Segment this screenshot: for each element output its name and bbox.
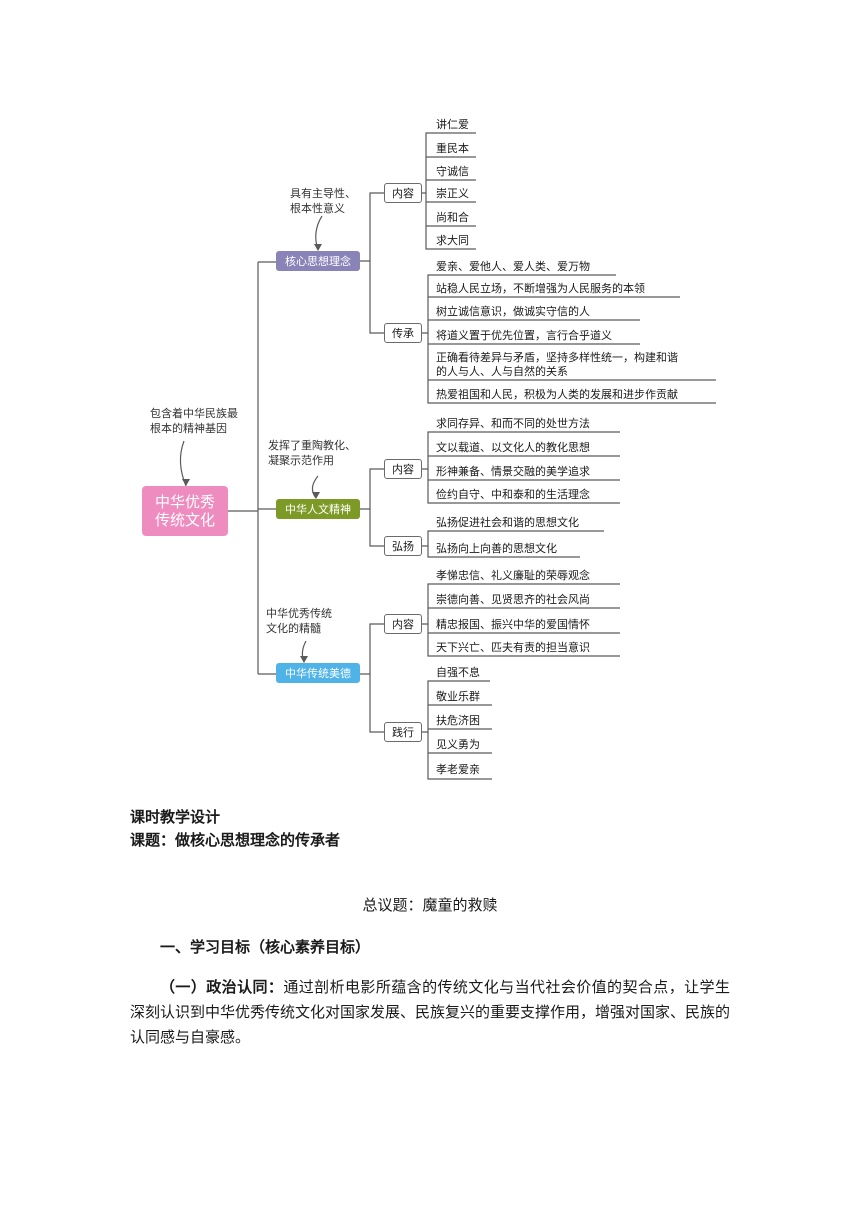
leaf: 树立诚信意识，做诚实守信的人 <box>436 305 590 318</box>
sub-node-content-1: 内容 <box>384 183 422 203</box>
leaf: 文以载道、以文化人的教化思想 <box>436 441 590 454</box>
sub-node-content-3: 内容 <box>384 614 422 634</box>
leaf: 形神兼备、情景交融的美学追求 <box>436 465 590 478</box>
leaf: 孝老爱亲 <box>436 763 480 776</box>
leaf: 自强不息 <box>436 666 480 679</box>
paragraph-text: 通过剖析电影所蕴含的传统文化与当代社会价值的契合点，让学生深刻认识到中华优秀传统… <box>130 978 731 1046</box>
branch-humanistic-spirit: 中华人文精神 <box>276 499 360 519</box>
leaf: 热爱祖国和人民，积极为人类的发展和进步作贡献 <box>436 388 678 401</box>
mind-map-connectors <box>179 132 716 780</box>
leaf: 崇德向善、见贤思齐的社会风尚 <box>436 593 590 606</box>
branch-core-ideas: 核心思想理念 <box>276 251 360 271</box>
sub-node-content-2: 内容 <box>384 459 422 479</box>
sub-node-promote: 弘扬 <box>384 536 422 556</box>
sub-node-inherit: 传承 <box>384 323 422 343</box>
leaf: 正确看待差异与矛盾，坚持多样性统一，构建和谐 <box>436 351 678 364</box>
doc-topic: 总议题：魔童的救赎 <box>362 896 498 914</box>
leaf: 爱亲、爱他人、爱人类、爱万物 <box>436 260 590 273</box>
leaf: 敬业乐群 <box>436 690 480 703</box>
leaf: 弘扬促进社会和谐的思想文化 <box>436 516 579 529</box>
mind-map: 中华优秀传统文化 包含着中华民族最 根本的精神基因 核心思想理念 具有主导性、 … <box>142 118 716 780</box>
leaf: 求大同 <box>436 234 469 247</box>
sub-node-practice: 践行 <box>384 722 422 742</box>
doc-section-title: 一、学习目标（核心素养目标） <box>160 938 371 956</box>
leaf: 将道义置于优先位置，言行合乎道义 <box>436 329 612 342</box>
branch-traditional-virtues-note: 中华优秀传统 文化的精髓 <box>266 607 332 635</box>
leaf: 的人与人、人与自然的关系 <box>436 365 568 378</box>
leaf: 尚和合 <box>436 211 469 224</box>
root-node: 中华优秀传统文化 <box>142 486 228 536</box>
leaf: 站稳人民立场，不断增强为人民服务的本领 <box>436 282 645 295</box>
leaf: 崇正义 <box>436 187 469 200</box>
leaf: 守诚信 <box>436 165 469 178</box>
branch-core-ideas-note: 具有主导性、 根本性意义 <box>290 187 356 215</box>
leaf: 扶危济困 <box>436 714 480 727</box>
leaf: 见义勇为 <box>436 738 480 751</box>
leaf: 弘扬向上向善的思想文化 <box>436 542 557 555</box>
branch-traditional-virtues: 中华传统美德 <box>276 663 360 683</box>
leaf: 天下兴亡、匹夫有责的担当意识 <box>436 641 590 654</box>
doc-subheading: 课题：做核心思想理念的传承者 <box>130 831 341 849</box>
leaf: 精忠报国、振兴中华的爱国情怀 <box>436 618 590 631</box>
leaf: 重民本 <box>436 142 469 155</box>
leaf: 求同存异、和而不同的处世方法 <box>436 417 590 430</box>
doc-heading: 课时教学设计 <box>130 808 221 826</box>
root-note: 包含着中华民族最 根本的精神基因 <box>150 407 238 435</box>
doc-paragraph: （一）政治认同：通过剖析电影所蕴含的传统文化与当代社会价值的契合点，让学生深刻认… <box>130 975 730 1050</box>
leaf: 讲仁爱 <box>436 118 469 131</box>
paragraph-label: （一）政治认同： <box>160 978 284 996</box>
leaf: 俭约自守、中和泰和的生活理念 <box>436 488 590 501</box>
leaf: 孝悌忠信、礼义廉耻的荣辱观念 <box>436 569 590 582</box>
branch-humanistic-spirit-note: 发挥了重陶教化、 凝聚示范作用 <box>268 439 356 467</box>
